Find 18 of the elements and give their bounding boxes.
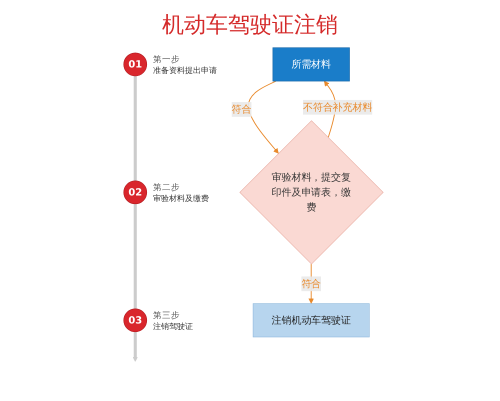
edge-label: 不符合补充材料 (303, 101, 372, 113)
connector (134, 204, 137, 309)
arrow (308, 264, 314, 304)
step-caption: 第三步 (153, 310, 180, 321)
diagram-title: 机动车驾驶证注销 (161, 12, 339, 40)
node-circle: 03 (123, 308, 148, 332)
edge-label: 符合 (232, 103, 252, 116)
edge-label: 符合 (301, 278, 322, 290)
step-caption: 第二步 (153, 182, 180, 193)
node-circle: 01 (123, 52, 148, 76)
node-box: 所需材料 (272, 47, 350, 82)
arrow (132, 332, 138, 362)
connector (134, 76, 137, 181)
arrow (248, 80, 279, 154)
node-box: 注销机动车驾驶证 (252, 303, 370, 338)
step-caption: 第一步 (153, 54, 180, 65)
node-diamond: 审验材料，提交复印件及申请表，缴费 (239, 120, 384, 264)
node-circle: 02 (123, 180, 148, 204)
